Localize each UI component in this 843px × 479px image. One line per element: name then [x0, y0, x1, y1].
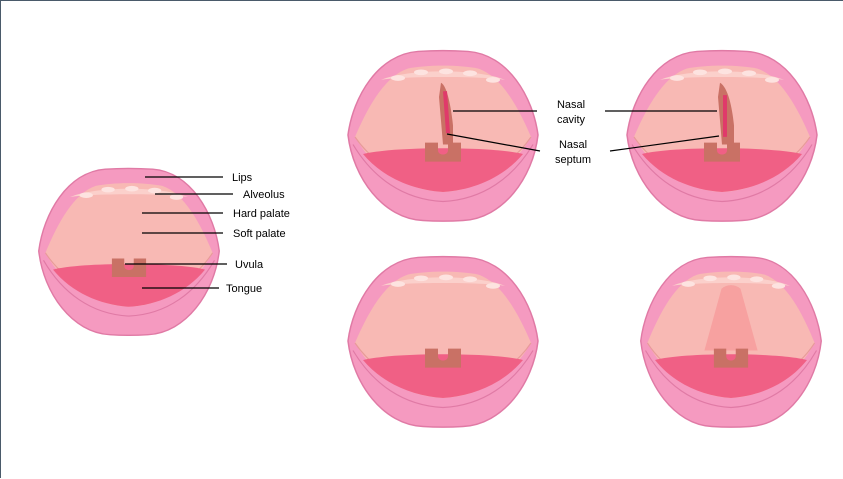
label-nasal-cavity-line2: cavity — [557, 114, 586, 126]
label-nasal-septum-line2: septum — [555, 154, 591, 166]
label-lips: Lips — [232, 172, 253, 184]
label-soft-palate: Soft palate — [233, 228, 286, 240]
mouth-top-right — [627, 51, 817, 222]
mouth-bottom-right — [641, 257, 822, 428]
mouth-bottom-middle — [348, 257, 538, 428]
label-alveolus: Alveolus — [243, 189, 285, 201]
label-nasal-cavity-line1: Nasal — [557, 99, 585, 111]
label-hard-palate: Hard palate — [233, 208, 290, 220]
mouth-top-middle — [348, 51, 538, 222]
label-uvula: Uvula — [235, 259, 264, 271]
label-nasal-septum-line1: Nasal — [559, 139, 587, 151]
label-tongue: Tongue — [226, 283, 262, 295]
